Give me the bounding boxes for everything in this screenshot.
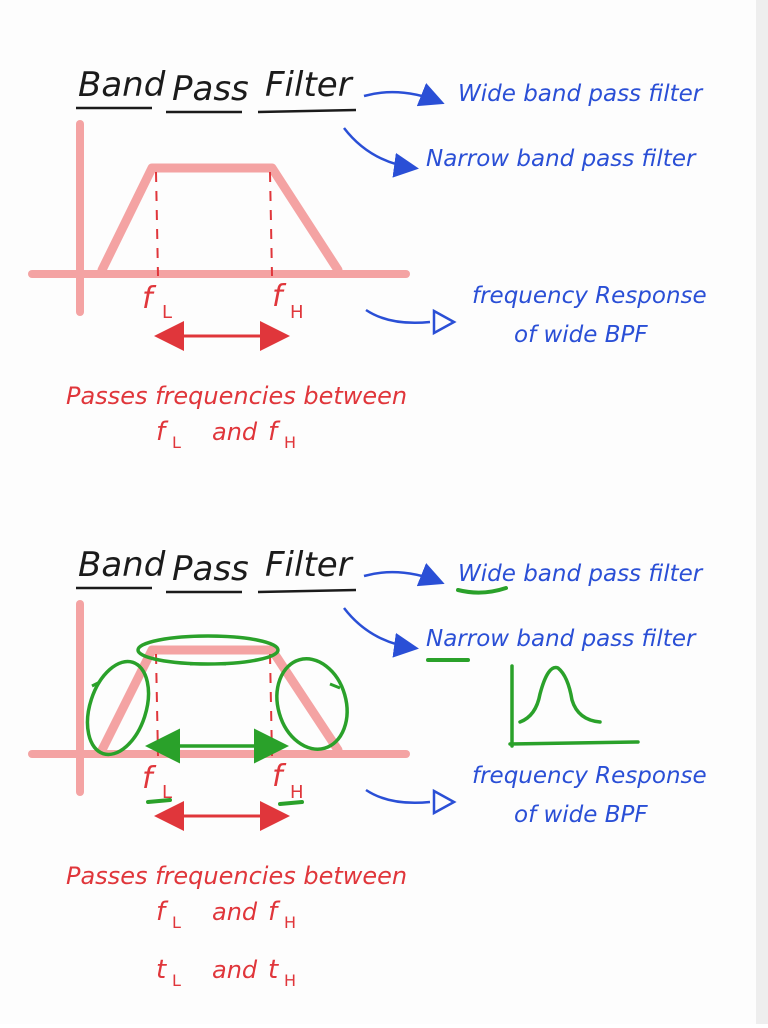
top-label-fh: f [272, 279, 287, 314]
bottom-response-note-line2: of wide BPF [514, 802, 648, 828]
bottom-title: Band Pass Filter [76, 545, 357, 594]
bottom-title-word-pass: Pass [172, 549, 249, 589]
bottom-dashed-fl [155, 653, 159, 757]
bottom-green-underline-wide [456, 586, 508, 595]
top-passes-line1: Passes frequencies between [66, 382, 407, 410]
top-trapezoid-response [97, 163, 343, 275]
page-edge-strip [756, 0, 768, 1024]
bottom-response-note-line1: frequency Response [472, 763, 707, 789]
bottom-arrow-to-wide [363, 562, 445, 587]
top-label-narrow-bpf: Narrow band pass filter [426, 146, 697, 172]
bottom-passes-fl: f [156, 897, 169, 927]
bottom-passes-fl-sub: L [172, 913, 181, 932]
bottom-passes-fh: f [268, 897, 281, 927]
top-label-fl: f [142, 281, 157, 316]
top-passes-fh: f [268, 417, 281, 447]
bottom-passes-th-sub: H [284, 971, 296, 990]
bottom-passes-th: t [268, 955, 279, 985]
green-tick-rising [91, 680, 101, 688]
top-dashed-fl [155, 171, 159, 277]
bottom-panel: Band Pass Filter Wide band pass filter N… [28, 545, 707, 990]
bottom-passes-and-2: and [212, 956, 258, 984]
green-circle-falling-edge [275, 657, 349, 751]
bottom-title-word-band: Band [78, 545, 166, 585]
bottom-passes-fh-sub: H [284, 913, 296, 932]
bottom-hollow-arrowhead [432, 788, 457, 816]
top-title: Band Pass Filter [76, 65, 357, 114]
top-passes-fl: f [156, 417, 169, 447]
bottom-arrow-to-narrow [343, 607, 419, 658]
top-title-underline-3 [257, 108, 357, 114]
top-dashed-fh [269, 171, 273, 277]
top-response-note-line1: frequency Response [472, 283, 707, 309]
bottom-passes-line2: f L and f H [156, 897, 296, 932]
top-passes-line2: f L and f H [156, 417, 296, 452]
bottom-label-narrow-bpf: Narrow band pass filter [426, 626, 697, 652]
top-passes-and: and [212, 418, 258, 446]
top-response-note-line2: of wide BPF [514, 322, 648, 348]
top-label-fl-sub: L [162, 302, 172, 323]
top-arrow-to-narrow [343, 127, 419, 178]
bottom-label-wide-bpf: Wide band pass filter [458, 561, 704, 587]
narrow-sketch-x-axis [508, 740, 640, 746]
narrow-response-sketch [508, 664, 640, 748]
top-arrow-to-response-note [365, 308, 431, 325]
top-label-wide-bpf: Wide band pass filter [458, 81, 704, 107]
bottom-label-fh: f [272, 759, 287, 794]
bottom-passes-and: and [212, 898, 258, 926]
bottom-arrow-to-response-note [365, 788, 431, 805]
bottom-dashed-fh [269, 653, 273, 757]
bottom-passes-line1: Passes frequencies between [66, 862, 407, 890]
bottom-green-annotations [85, 634, 349, 806]
top-title-word-band: Band [78, 65, 166, 105]
green-tick-falling [329, 682, 341, 690]
top-arrow-to-wide [363, 82, 445, 107]
top-panel: Band Pass Filter Wide band pass filter N… [28, 65, 707, 452]
bottom-title-word-filter: Filter [265, 545, 354, 585]
narrow-sketch-peak-curve [518, 665, 602, 724]
top-hollow-arrowhead [432, 308, 457, 336]
bottom-title-underline-3 [257, 588, 357, 594]
green-circle-rising-edge [85, 659, 151, 757]
top-passes-fl-sub: L [172, 433, 181, 452]
bottom-passes-tl-sub: L [172, 971, 181, 990]
bottom-trapezoid-response [97, 645, 343, 755]
top-label-fh-sub: H [290, 302, 304, 323]
bottom-label-fh-sub: H [290, 782, 304, 803]
top-title-word-pass: Pass [172, 69, 249, 109]
top-title-word-filter: Filter [265, 65, 354, 105]
top-passes-fh-sub: H [284, 433, 296, 452]
bottom-label-fl: f [142, 761, 157, 796]
bottom-label-fl-sub: L [162, 782, 172, 803]
bottom-passes-tl: t [156, 955, 167, 985]
bottom-passes-line3: t L and t H [156, 955, 296, 990]
